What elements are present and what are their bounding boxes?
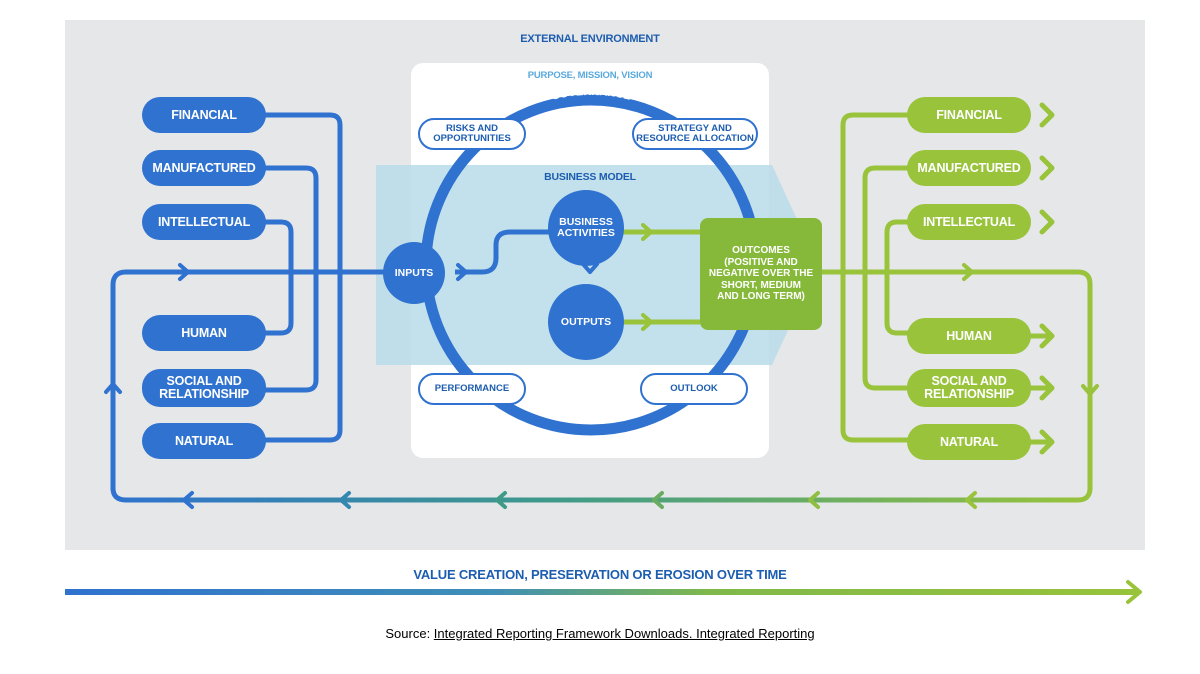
purpose-mission-vision-label: PURPOSE, MISSION, VISION [527, 70, 653, 81]
chevron-right-icon [641, 223, 653, 241]
chevron-left-icon [182, 491, 194, 509]
arrow-right-icon [1039, 155, 1055, 181]
input-capital-intellectual: INTELLECTUAL [142, 204, 266, 240]
arrow-right-icon [1039, 102, 1055, 128]
arrow-right-icon [1039, 323, 1055, 349]
risks-and-opportunities-pill: RISKS AND OPPORTUNITIES [418, 118, 526, 150]
strategy-and-resource-allocation-pill: STRATEGY AND RESOURCE ALLOCATION [632, 118, 758, 150]
output-capital-social-and-relationship: SOCIAL AND RELATIONSHIP [907, 369, 1031, 407]
output-capital-manufactured: MANUFACTURED [907, 150, 1031, 186]
arrow-right-icon [1039, 209, 1055, 235]
arrow-right-icon [1039, 375, 1055, 401]
chevron-down-icon [581, 262, 599, 274]
business-model-label: BUSINESS MODEL [544, 171, 636, 183]
chevron-left-icon [495, 491, 507, 509]
performance-pill: PERFORMANCE [418, 373, 526, 405]
inputs-node: INPUTS [383, 242, 445, 304]
chevron-up-icon [104, 382, 122, 394]
chevron-left-icon [652, 491, 664, 509]
source-prefix: Source: [385, 626, 434, 641]
output-capital-connectors [612, 112, 1093, 490]
return-loop [110, 487, 1093, 503]
output-capital-intellectual: INTELLECTUAL [907, 204, 1031, 240]
input-capital-natural: NATURAL [142, 423, 266, 459]
outputs-node: OUTPUTS [548, 284, 624, 360]
input-capital-human: HUMAN [142, 315, 266, 351]
output-capital-human: HUMAN [907, 318, 1031, 354]
chevron-right-icon [456, 263, 468, 281]
external-environment-label: EXTERNAL ENVIRONMENT [520, 33, 660, 45]
output-capital-financial: FINANCIAL [907, 97, 1031, 133]
outcomes-box: OUTCOMES (POSITIVE AND NEGATIVE OVER THE… [700, 218, 822, 330]
source-link[interactable]: Integrated Reporting Framework Downloads… [433, 626, 815, 641]
arrow-right-icon [1039, 429, 1055, 455]
source-caption: Source: Integrated Reporting Framework D… [0, 626, 1200, 641]
timeline-label: VALUE CREATION, PRESERVATION OR EROSION … [413, 567, 787, 582]
governance-label: GOVERNANCE [550, 86, 632, 103]
arrow-right-icon [1126, 580, 1142, 604]
business-activities-node: BUSINESS ACTIVITIES [548, 190, 624, 266]
chevron-left-icon [965, 491, 977, 509]
chevron-right-icon [641, 313, 653, 331]
output-capital-natural: NATURAL [907, 424, 1031, 460]
outlook-pill: OUTLOOK [640, 373, 748, 405]
input-capital-social-and-relationship: SOCIAL AND RELATIONSHIP [142, 369, 266, 407]
input-capital-manufactured: MANUFACTURED [142, 150, 266, 186]
chevron-left-icon [339, 491, 351, 509]
svg-text:GOVERNANCE: GOVERNANCE [550, 86, 632, 103]
input-capital-financial: FINANCIAL [142, 97, 266, 133]
chevron-left-icon [808, 491, 820, 509]
chevron-right-icon [178, 263, 190, 281]
input-capital-connectors [110, 112, 552, 490]
chevron-right-icon [962, 263, 974, 281]
chevron-down-icon [1081, 384, 1099, 396]
